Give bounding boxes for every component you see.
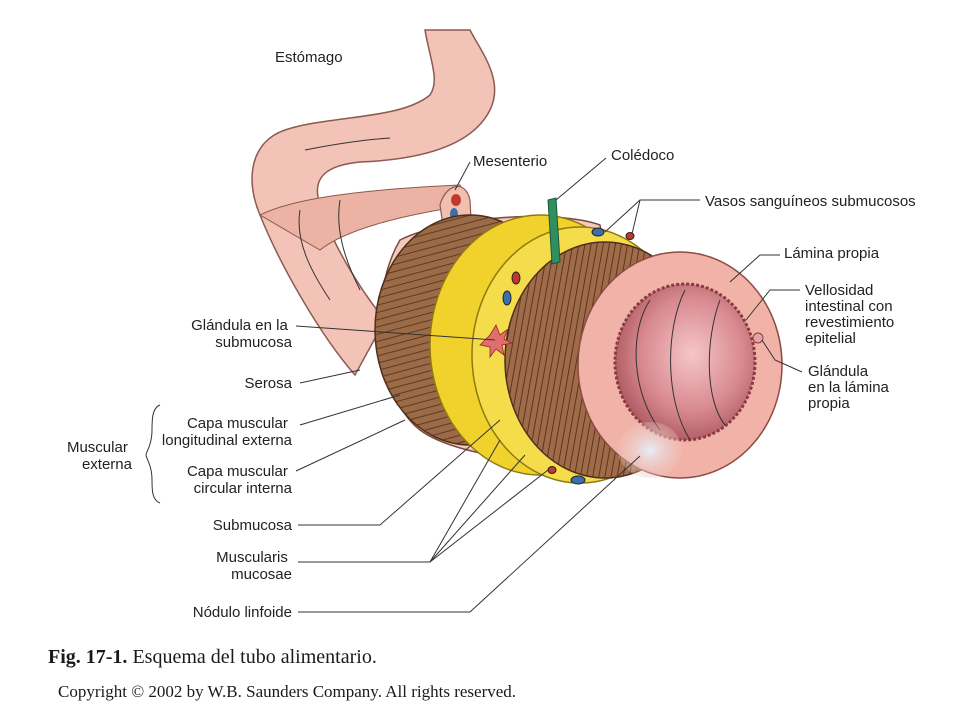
label-muscularis-mucosae: Muscularis mucosae: [216, 549, 292, 583]
label-outer-longitudinal: Capa muscular longitudinal externa: [162, 415, 293, 449]
figure-number: Fig. 17-1.: [48, 646, 128, 668]
label-lamina-propria: Lámina propia: [784, 245, 880, 262]
lumen: [613, 282, 757, 442]
label-submucosal-gland: Glándula en la submucosa: [191, 317, 293, 351]
label-villus: Vellosidad intestinal con revestimiento …: [805, 282, 898, 347]
stomach-shape: [251, 29, 496, 377]
bile-duct-shape: [547, 197, 561, 265]
figure-caption: Fig. 17-1. Esquema del tubo alimentario.: [48, 646, 377, 669]
label-stomach: Estómago: [275, 49, 343, 66]
label-serosa: Serosa: [244, 375, 292, 392]
lamina-gland: [752, 332, 764, 344]
label-inner-circular: Capa muscular circular interna: [187, 463, 293, 497]
label-lymphoid-nodule: Nódulo linfoide: [193, 604, 292, 621]
figure-caption-text: Esquema del tubo alimentario.: [127, 646, 377, 668]
lymphoid-nodule: [618, 422, 682, 478]
label-lamina-gland: Glándula en la lámina propia: [808, 363, 893, 412]
copyright-notice: Copyright © 2002 by W.B. Saunders Compan…: [58, 682, 517, 701]
label-muscularis-externa: Muscular externa: [67, 439, 133, 473]
leader-lines: [145, 157, 803, 613]
intestine-tube: [374, 214, 783, 485]
label-submucosal-vessels: Vasos sanguíneos submucosos: [705, 193, 916, 210]
label-bile-duct: Colédoco: [611, 147, 674, 164]
label-mesentery: Mesenterio: [473, 153, 547, 170]
label-submucosa: Submucosa: [213, 517, 293, 534]
